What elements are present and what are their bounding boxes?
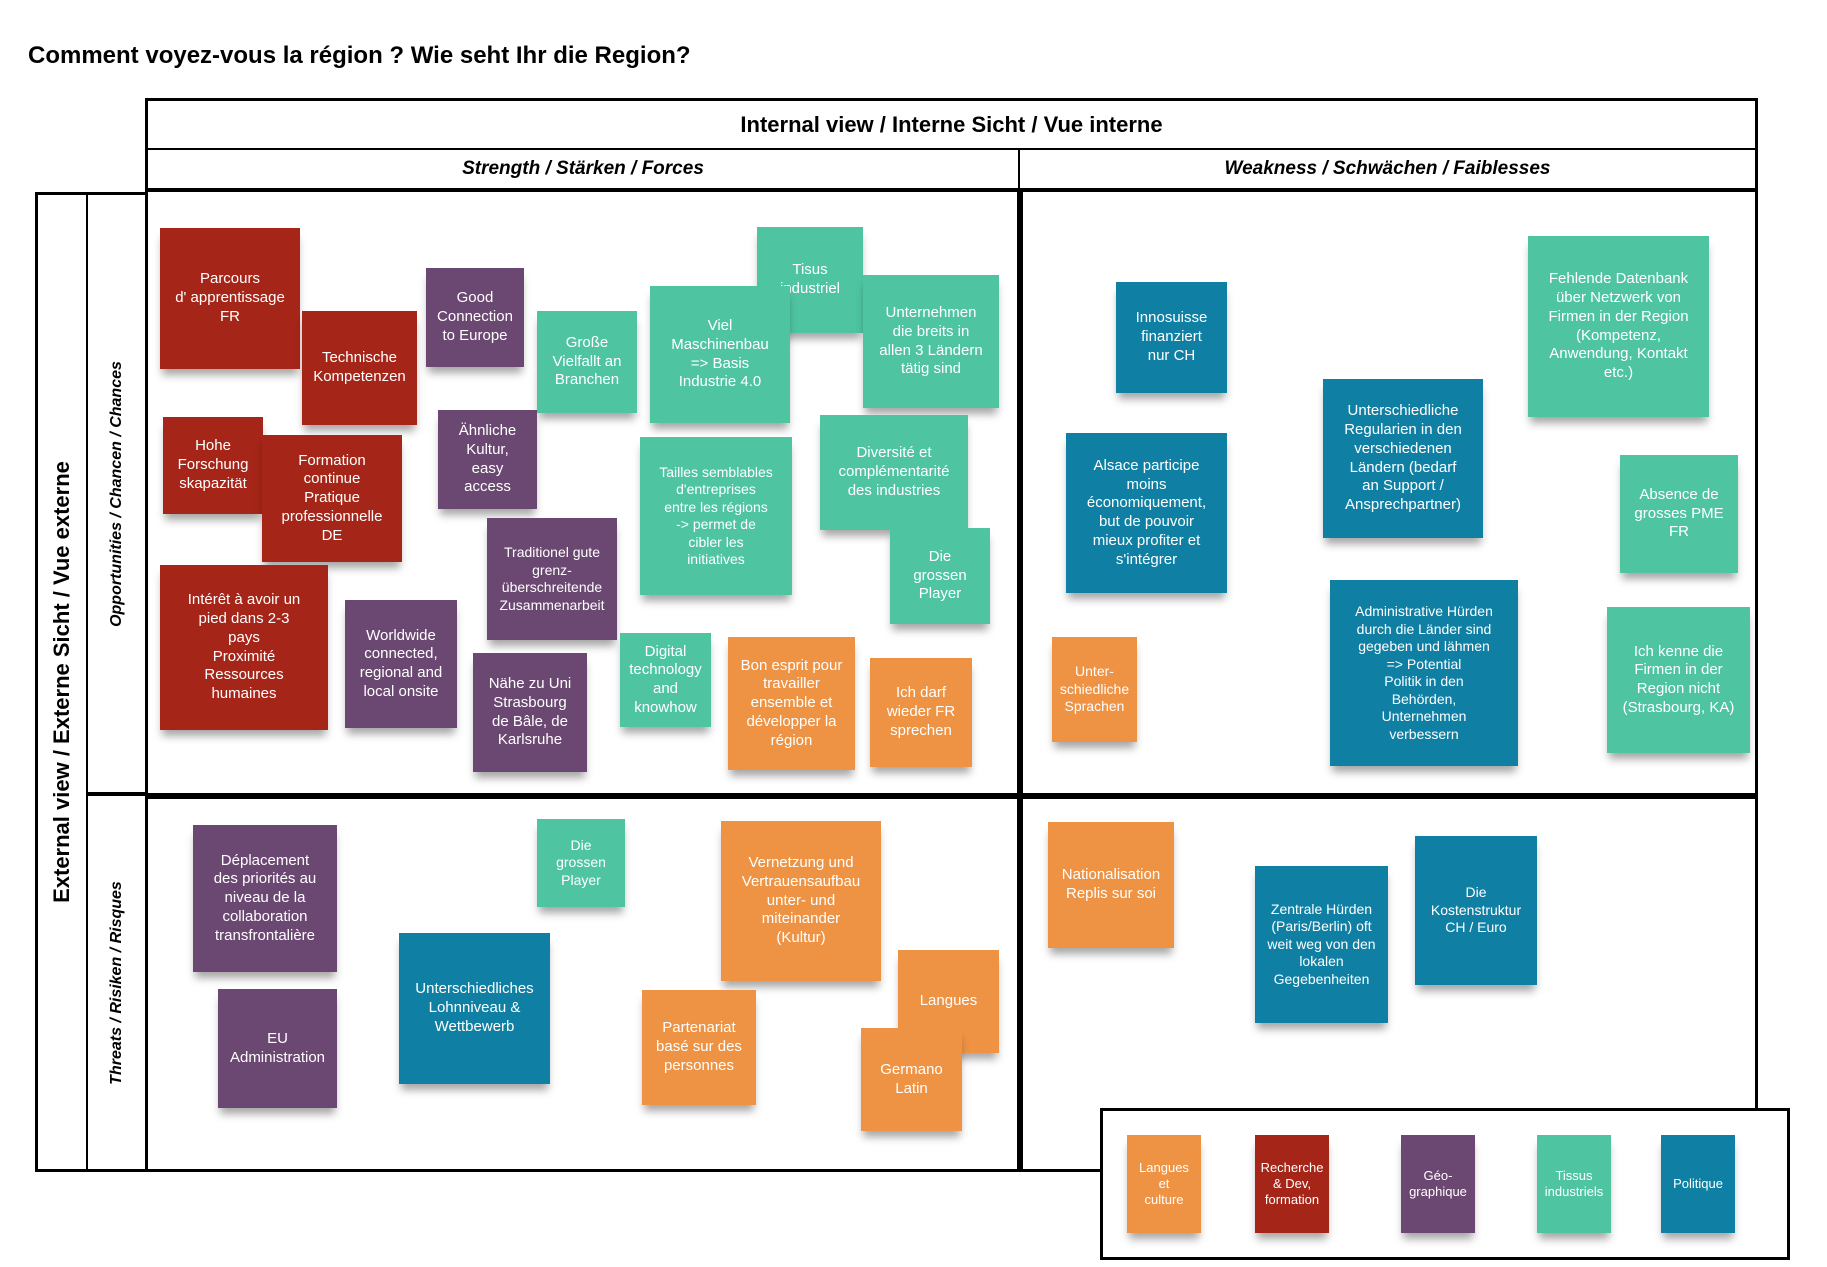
sticky-note[interactable]: Formation continue Pratique professionne… <box>262 435 402 562</box>
sticky-note[interactable]: Unternehmen die breits in allen 3 Länder… <box>863 275 999 408</box>
sticky-note[interactable]: Fehlende Datenbank über Netzwerk von Fir… <box>1528 236 1709 417</box>
sticky-note[interactable]: Vernetzung und Vertrauensaufbau unter- u… <box>721 821 881 981</box>
sticky-note[interactable]: Germano Latin <box>861 1028 962 1131</box>
sticky-note[interactable]: Diversité et complémentarité des industr… <box>820 415 968 530</box>
sticky-note[interactable]: Unterschiedliche Regularien in den versc… <box>1323 379 1483 538</box>
sticky-note[interactable]: Die grossen Player <box>890 528 990 624</box>
sticky-note[interactable]: Viel Maschinenbau => Basis Industrie 4.0 <box>650 286 790 423</box>
sticky-note[interactable]: Déplacement des priorités au niveau de l… <box>193 825 337 972</box>
sticky-note[interactable]: Innosuisse finanziert nur CH <box>1116 282 1227 393</box>
sticky-note[interactable]: Technische Kompetenzen <box>302 311 417 425</box>
sticky-note[interactable]: Good Connection to Europe <box>426 268 524 367</box>
sticky-note[interactable]: Digital technology and knowhow <box>620 633 711 727</box>
sticky-note[interactable]: Die grossen Player <box>537 819 625 907</box>
strength-column-header: Strength / Stärken / Forces <box>145 150 1020 192</box>
sticky-note[interactable]: Ich kenne die Firmen in der Region nicht… <box>1607 607 1750 753</box>
legend-item: Langues et culture <box>1127 1135 1201 1233</box>
sticky-note[interactable]: Ähnliche Kultur, easy access <box>438 410 537 509</box>
sticky-note[interactable]: Unter- schiedliche Sprachen <box>1052 637 1137 742</box>
sticky-note[interactable]: Traditionel gute grenz- überschreitende … <box>487 518 617 640</box>
legend-item: Politique <box>1661 1135 1735 1233</box>
sticky-note[interactable]: Ich darf wieder FR sprechen <box>870 658 972 767</box>
sticky-note[interactable]: Große Vielfallt an Branchen <box>537 311 637 413</box>
sticky-note[interactable]: Die Kostenstruktur CH / Euro <box>1415 836 1537 985</box>
sticky-note[interactable]: Parcours d' apprentissage FR <box>160 228 300 369</box>
sticky-note[interactable]: Unterschiedliches Lohnniveau & Wettbewer… <box>399 933 550 1084</box>
legend-box: Langues et culture Recherche & Dev, forma… <box>1100 1108 1790 1260</box>
internal-view-header: Internal view / Interne Sicht / Vue inte… <box>145 98 1758 150</box>
sticky-note[interactable]: Absence de grosses PME FR <box>1620 455 1738 573</box>
legend-item: Recherche & Dev, formation <box>1255 1135 1329 1233</box>
sticky-note[interactable]: EU Administration <box>218 989 337 1108</box>
page-title: Comment voyez-vous la région ? Wie seht … <box>28 42 691 69</box>
quadrant-horizontal-divider <box>145 793 1758 799</box>
sticky-note[interactable]: Zentrale Hürden (Paris/Berlin) oft weit … <box>1255 866 1388 1023</box>
external-view-header: External view / Externe Sicht / Vue exte… <box>35 192 88 1172</box>
sticky-note[interactable]: Hohe Forschung skapazität <box>163 417 263 514</box>
sticky-note[interactable]: Nationalisation Replis sur soi <box>1048 822 1174 948</box>
legend-item: Tissus industriels <box>1537 1135 1611 1233</box>
sticky-note[interactable]: Intérêt à avoir un pied dans 2-3 pays Pr… <box>160 565 328 730</box>
sticky-note[interactable]: Partenariat basé sur des personnes <box>642 990 756 1105</box>
sticky-note[interactable]: Alsace participe moins économiquement, b… <box>1066 433 1227 593</box>
sticky-note[interactable]: Nähe zu Uni Strasbourg de Bâle, de Karls… <box>473 653 587 772</box>
sticky-note[interactable]: Tailles semblables d'entreprises entre l… <box>640 437 792 595</box>
sticky-note[interactable]: Administrative Hürden durch die Länder s… <box>1330 580 1518 766</box>
threats-row-header: Threats / Risiken / Risques <box>88 796 145 1172</box>
legend-item: Géo- graphique <box>1401 1135 1475 1233</box>
quadrant-vertical-divider <box>1017 192 1023 1172</box>
opportunities-row-header: Opportunities / Chancen / Chances <box>88 192 145 796</box>
sticky-note[interactable]: Worldwide connected, regional and local … <box>345 600 457 728</box>
sticky-note[interactable]: Bon esprit pour travailler ensemble et d… <box>728 637 855 770</box>
weakness-column-header: Weakness / Schwächen / Faiblesses <box>1020 150 1758 192</box>
